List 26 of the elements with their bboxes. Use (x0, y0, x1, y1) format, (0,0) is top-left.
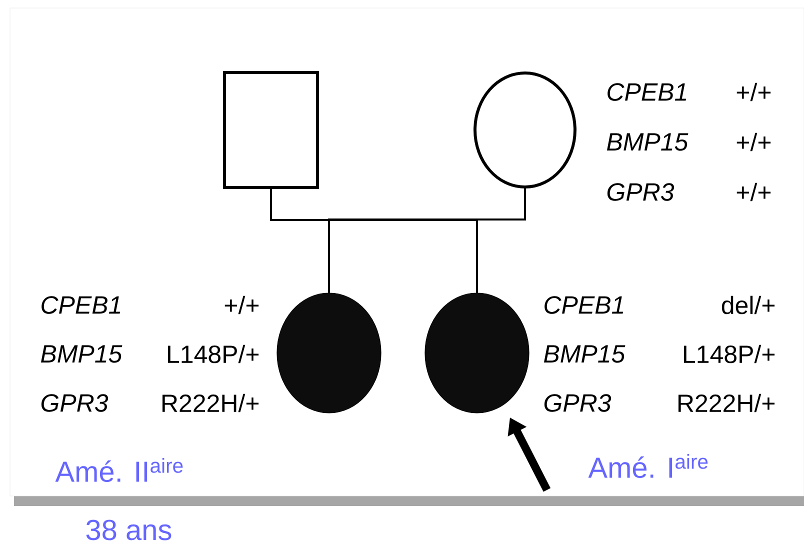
affected-female-circle (276, 292, 382, 414)
gene-label: CPEB1 (544, 296, 624, 314)
gene-label: GPR3 (544, 394, 612, 412)
gene-label: GPR3 (607, 183, 674, 201)
genotype-label: R222H/+ (162, 394, 259, 412)
genotype-label: R222H/+ (678, 394, 775, 412)
gene-label: CPEB1 (608, 83, 686, 101)
gene-label: GPR3 (41, 394, 108, 412)
gene-label: BMP15 (606, 133, 688, 151)
note-label: Amé. I$^{aire}$ (588, 454, 708, 478)
genotype-label: +/+ (736, 182, 771, 202)
genotype-label: L148P/+ (168, 344, 259, 364)
genotype-label: +/+ (736, 82, 771, 102)
note-label: Amé. II$^{aire}$ (55, 458, 183, 482)
female-circle (474, 72, 576, 188)
male-square (223, 71, 319, 189)
note-label: 38 ans (86, 520, 172, 540)
affected-female-circle (424, 292, 530, 414)
genotype-label: del/+ (722, 296, 775, 314)
gene-label: CPEB1 (42, 296, 120, 314)
genotype-label: L148P/+ (684, 344, 775, 364)
genotype-label: +/+ (224, 296, 259, 314)
gene-label: BMP15 (544, 345, 626, 363)
genotype-label: +/+ (736, 132, 771, 152)
gene-label: BMP15 (40, 345, 122, 363)
descent-line (476, 188, 526, 293)
